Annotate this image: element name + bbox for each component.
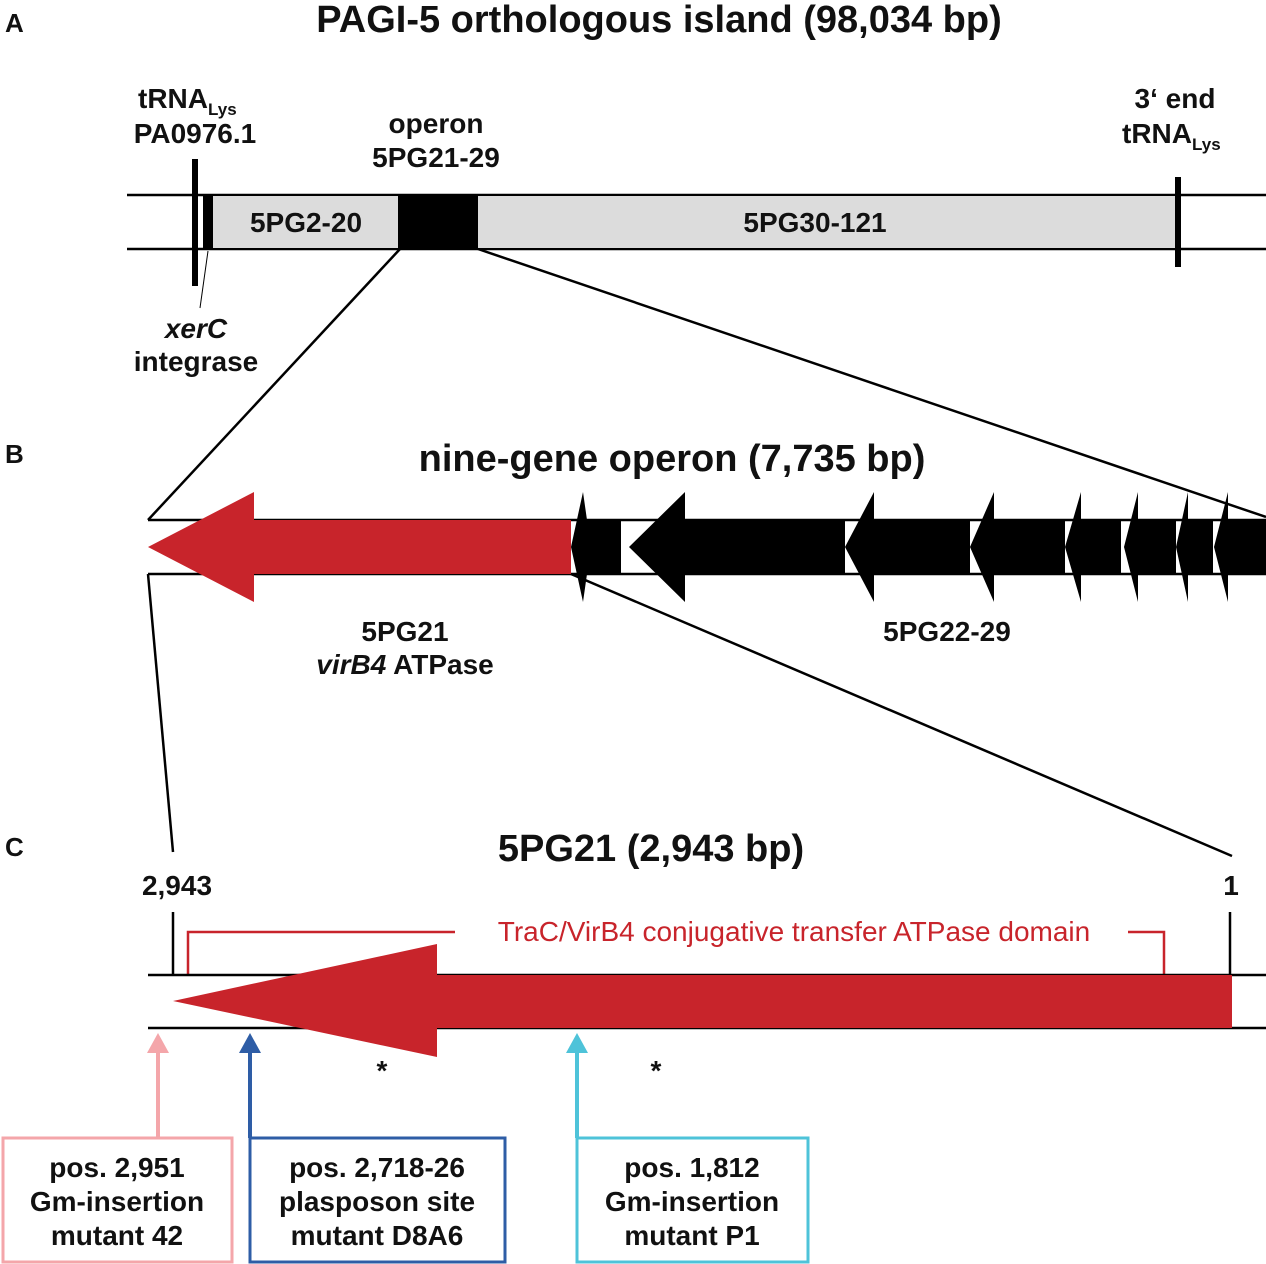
panel-a: A PAGI-5 orthologous island (98,034 bp) …	[5, 0, 1266, 521]
mutant-d8a6-annotation: pos. 2,718-26 plasposon site mutant D8A6	[239, 1033, 507, 1264]
xerc-block	[203, 195, 213, 249]
gene-5pg24-arrow	[845, 492, 970, 602]
trna-right-label-line1: 3‘ end	[1135, 83, 1216, 114]
mutant-42-annotation: pos. 2,951 Gm-insertion mutant 42	[1, 1033, 234, 1264]
zoom-line-a-left	[147, 248, 401, 521]
mutant-d8a6-arrow-head	[239, 1033, 261, 1053]
trna-left-label: tRNALys	[138, 83, 237, 119]
mutant-42-line3: mutant 42	[51, 1220, 183, 1251]
asterisk-2: *	[651, 1055, 662, 1086]
asterisk-1: *	[377, 1055, 388, 1086]
mutant-42-line1: pos. 2,951	[49, 1152, 184, 1183]
operon-label-line1: operon	[389, 108, 484, 139]
mutant-p1-line1: pos. 1,812	[624, 1152, 759, 1183]
gene-5pg28-arrow	[1176, 492, 1213, 602]
panel-c-label: C	[5, 832, 24, 862]
mutant-p1-box	[575, 1136, 810, 1264]
gene-5pg29-arrow	[1214, 492, 1266, 602]
panel-b-title: nine-gene operon (7,735 bp)	[419, 438, 926, 480]
position-1-label: 1	[1223, 870, 1239, 901]
gene-5pg21-detail-arrow	[173, 944, 1232, 1057]
mutant-d8a6-box	[248, 1136, 507, 1264]
block-right-label: 5PG30-121	[743, 207, 886, 238]
gene-5pg21-id: 5PG21	[361, 616, 448, 647]
operon-block	[398, 195, 478, 249]
zoom-line-a-right	[477, 247, 1266, 519]
mutant-42-box	[1, 1136, 234, 1264]
mutant-42-arrow-head	[147, 1033, 169, 1053]
trna-left-bar	[192, 159, 198, 286]
panel-a-label: A	[5, 8, 24, 38]
zoom-line-b-right	[570, 572, 1233, 858]
panel-b-label: B	[5, 439, 24, 469]
trna-right-bar	[1175, 177, 1181, 267]
gene-5pg21-arrow	[148, 492, 571, 602]
domain-bracket-right	[1128, 930, 1166, 975]
panel-b: B nine-gene operon (7,735 bp) 5PG21 virB…	[5, 438, 1266, 858]
panel-a-title: PAGI-5 orthologous island (98,034 bp)	[316, 0, 1001, 41]
domain-bracket-left	[186, 930, 455, 975]
mutant-42-line2: Gm-insertion	[30, 1186, 204, 1217]
operon-label-line2: 5PG21-29	[372, 142, 500, 173]
mutant-p1-annotation: pos. 1,812 Gm-insertion mutant P1	[566, 1033, 810, 1264]
gene-5pg26-arrow	[1065, 492, 1121, 602]
domain-label: TraC/VirB4 conjugative transfer ATPase d…	[498, 916, 1090, 947]
mutant-p1-line3: mutant P1	[624, 1220, 759, 1251]
gene-5pg27-arrow	[1124, 492, 1176, 602]
xerc-desc-label: integrase	[134, 346, 259, 377]
gene-5pg22-arrow	[571, 492, 621, 602]
gene-5pg21-desc: virB4 ATPase	[316, 649, 493, 680]
genes-5pg22-29-label: 5PG22-29	[883, 616, 1011, 647]
gene-5pg23-arrow	[629, 492, 845, 602]
panel-c-title: 5PG21 (2,943 bp)	[498, 828, 804, 870]
trna-left-id: PA0976.1	[134, 118, 256, 149]
mutant-d8a6-line2: plasposon site	[279, 1186, 475, 1217]
xerc-gene-label: xerC	[163, 313, 228, 344]
mutant-p1-line2: Gm-insertion	[605, 1186, 779, 1217]
mutant-p1-arrow-head	[566, 1033, 588, 1053]
position-2943-label: 2,943	[142, 870, 212, 901]
mutant-d8a6-line1: pos. 2,718-26	[289, 1152, 465, 1183]
mutant-d8a6-line3: mutant D8A6	[291, 1220, 464, 1251]
xerc-leader-line	[199, 250, 209, 309]
zoom-line-b-left	[146, 573, 175, 853]
panel-c: C 5PG21 (2,943 bp) 2,943 1 TraC/VirB4 co…	[1, 828, 1266, 1264]
trna-right-label: tRNALys	[1122, 118, 1221, 154]
gene-5pg25-arrow	[970, 492, 1065, 602]
block-left-label: 5PG2-20	[250, 207, 362, 238]
